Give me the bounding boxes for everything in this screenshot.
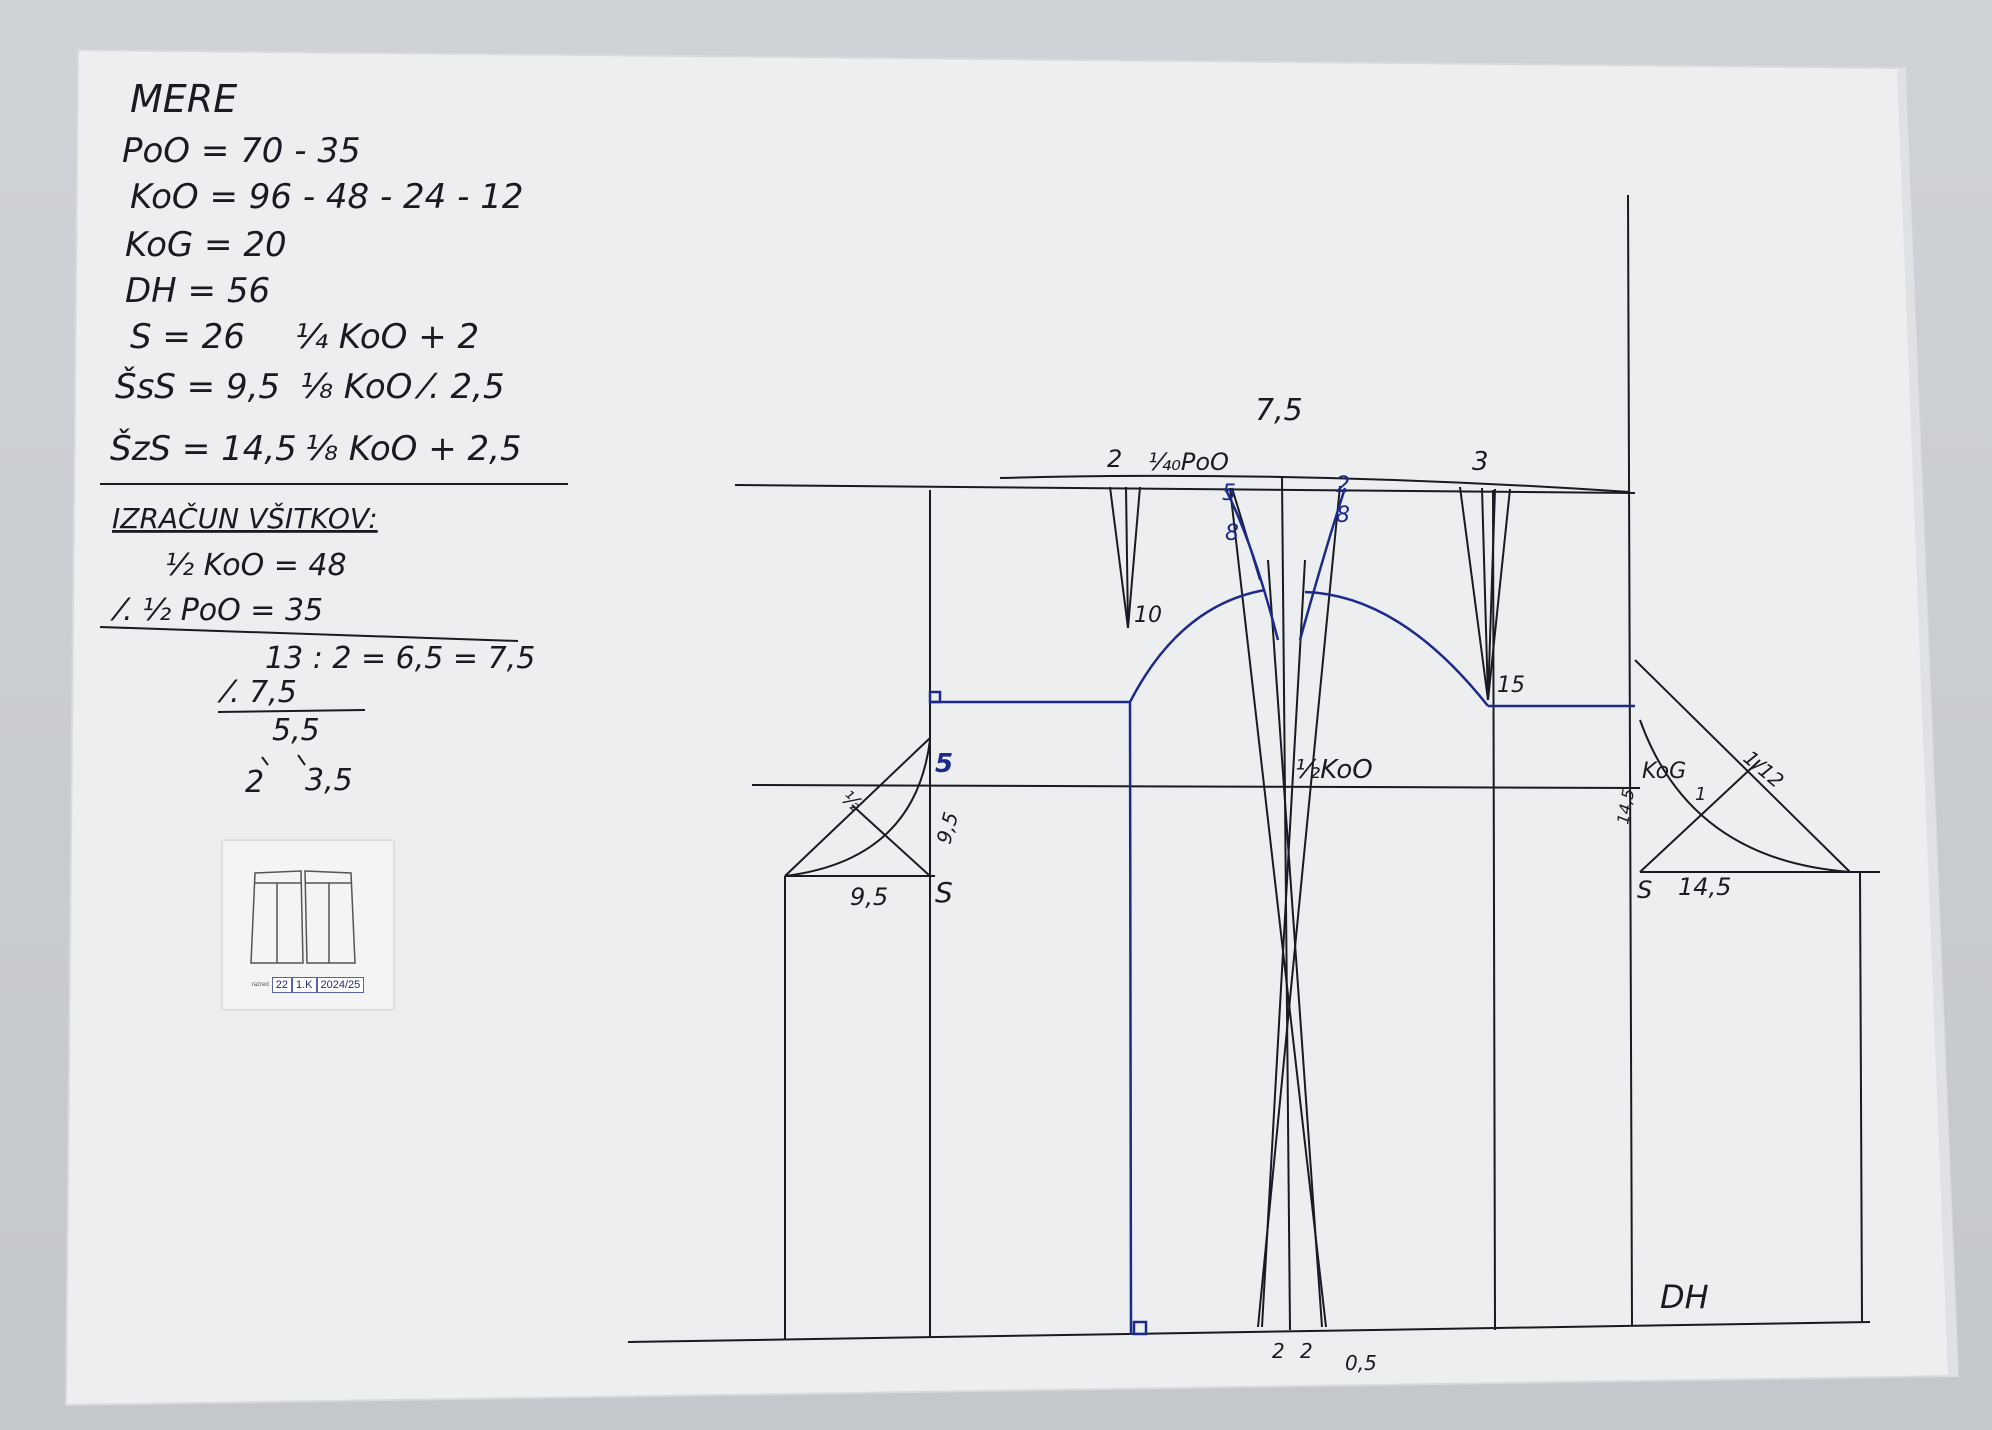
label-bottom-0-5: 0,5 — [1345, 1351, 1377, 1375]
waist-top-line — [734, 484, 1636, 494]
label-dart-3: 3 — [1472, 447, 1489, 477]
label-five-front: 5 — [935, 749, 953, 779]
calculation-block: IZRAČUN VŠITKOV: ½ KoO = 48 ⁄. ½ PoO = 3… — [110, 501, 535, 800]
sticker-class: 1.K — [291, 977, 317, 993]
blue-front-curve — [1304, 590, 1489, 707]
paper-shadow — [1897, 68, 1958, 1377]
skirt-sketch-icon — [250, 870, 356, 964]
label-bottom-2b: 2 — [1300, 1339, 1313, 1363]
formula-left: ŠsS = 9,5 — [115, 366, 280, 407]
calc-line: 5,5 — [272, 713, 320, 748]
label-s-right: S — [1637, 876, 1652, 904]
label-nine-five: 9,5 — [850, 883, 888, 911]
calc-line: ½ KoO = 48 — [165, 548, 347, 583]
calc-divider — [99, 626, 519, 642]
paper-sheet — [64, 48, 1960, 1407]
skirt-sketch-sticker: razred 22 1.K 2024/25 — [222, 840, 394, 1010]
calc-line: ⁄. ½ PoO = 35 — [110, 593, 323, 628]
measures-heading: MERE — [130, 77, 237, 121]
pattern-labels: 7,5 2 ¼₀PoO 3 8 8 5 2 10 15 ½KoO 5 9,5 ½… — [837, 393, 1789, 1375]
measure-line: KoG = 20 — [125, 225, 287, 265]
back-dart-right — [1127, 486, 1141, 629]
label-two-right: 2 — [1336, 473, 1350, 498]
formula-left: S = 26 — [130, 317, 245, 357]
label-quarter-poo: ¼₀PoO — [1148, 448, 1229, 476]
blue-corner-mark — [1132, 1320, 1148, 1336]
side-seam-left — [1229, 487, 1327, 1328]
formula-right: ⅛ KoO ⁄. 2,5 — [300, 367, 505, 407]
pattern-draft — [627, 194, 1880, 1343]
calc-split: 3,5 — [305, 763, 353, 798]
sticker-number: 22 — [271, 977, 292, 993]
label-fourteen-five: 14,5 — [1678, 873, 1731, 901]
calc-line: 13 : 2 = 6,5 = 7,5 — [265, 641, 535, 676]
sticker-year: 2024/25 — [316, 977, 365, 993]
label-7-5: 7,5 — [1255, 393, 1303, 428]
measure-line: DH = 56 — [125, 271, 270, 311]
waist-curve-top — [999, 474, 1631, 493]
back-hip-half — [851, 804, 931, 877]
front-dart-mid — [1481, 487, 1489, 701]
front-dart-left — [1459, 486, 1489, 701]
measurements-block: MERE PoO = 70 - 35 KoO = 96 - 48 - 24 - … — [110, 77, 523, 469]
formula-left: ŠzS = 14,5 — [110, 428, 297, 469]
label-ten: 10 — [1134, 603, 1162, 628]
blue-back-edge — [1128, 701, 1133, 1336]
label-fifteen: 15 — [1497, 673, 1525, 698]
front-dart-right — [1487, 488, 1511, 701]
sticker-small-text: razred — [251, 982, 269, 988]
label-kog: KoG — [1642, 759, 1686, 784]
blue-back-curve — [1128, 588, 1266, 703]
front-hip-half — [1639, 759, 1761, 873]
sticker-label: razred 22 1.K 2024/25 — [223, 975, 393, 995]
front-edge — [1859, 871, 1863, 1323]
front-hip-curve — [1639, 719, 1851, 873]
side-seam-left-b — [1267, 559, 1323, 1328]
back-hip-diag — [784, 737, 931, 877]
formula-right: ¼ KoO + 2 — [295, 317, 479, 357]
blue-dart-curve-left — [1223, 487, 1280, 641]
measure-line: KoO = 96 - 48 - 24 - 12 — [130, 177, 523, 217]
blue-dart-curve-right — [1298, 487, 1347, 641]
side-seam-right-b — [1261, 559, 1306, 1328]
front-side — [1492, 489, 1496, 1331]
back-dart-mid — [1125, 486, 1129, 629]
label-dot: 1 — [1695, 784, 1706, 805]
measure-line: PoO = 70 - 35 — [122, 131, 361, 171]
calc-heading: IZRAČUN VŠITKOV: — [112, 501, 378, 535]
front-hip-diag — [1634, 659, 1851, 873]
calc-line: ⁄. 7,5 — [217, 675, 297, 710]
front-dart-mid2 — [1487, 488, 1496, 701]
formula-right: ⅛ KoO + 2,5 — [305, 429, 522, 469]
label-dart-2: 2 — [1107, 445, 1122, 473]
calc-subtract-line — [217, 709, 366, 713]
label-s-left: S — [935, 876, 953, 909]
label-dh: DH — [1660, 1278, 1709, 1316]
bottom-line — [627, 1321, 1871, 1343]
calc-split-left — [261, 756, 269, 766]
label-eight-right: 8 — [1336, 503, 1350, 528]
hip-line — [751, 784, 1641, 789]
label-eight-left: 8 — [1225, 521, 1239, 546]
calc-split-right — [297, 754, 306, 766]
label-five-left: 5 — [1222, 481, 1236, 506]
label-bottom-2a: 2 — [1272, 1339, 1285, 1363]
blue-lines — [928, 487, 1635, 1336]
back-dart-left — [1109, 486, 1129, 629]
label-half-koo: ½KoO — [1295, 755, 1373, 785]
right-frame — [1627, 194, 1633, 1326]
calc-split: 2 — [245, 765, 264, 800]
blue-corner-mark-top — [928, 690, 942, 704]
side-seam-right — [1257, 485, 1341, 1328]
back-hip-curve — [784, 739, 931, 877]
